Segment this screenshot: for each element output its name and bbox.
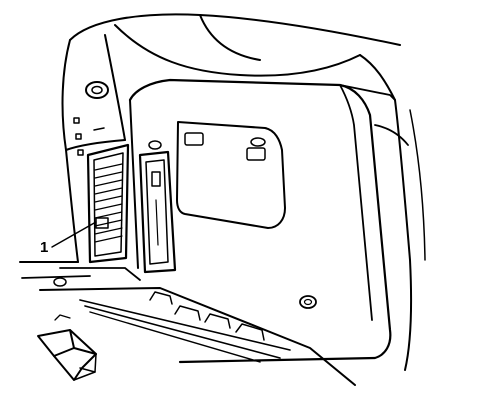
vent-grille xyxy=(86,143,130,264)
access-door xyxy=(138,150,177,274)
direction-arrow xyxy=(37,329,97,381)
side-trim-panel xyxy=(128,78,392,364)
callout-leader-line xyxy=(51,221,97,248)
roof-headliner xyxy=(69,13,401,101)
left-pillar xyxy=(61,34,126,263)
callout-label-1: 1 xyxy=(40,239,48,256)
right-pillar xyxy=(339,84,426,371)
cargo-floor xyxy=(19,261,356,386)
